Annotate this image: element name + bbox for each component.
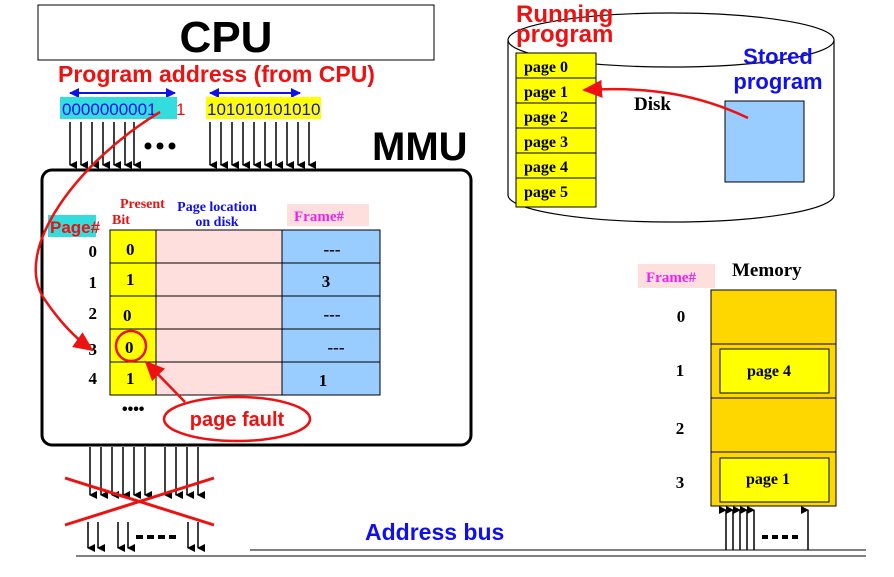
memory-page-box — [719, 348, 830, 394]
disk-page-item: page 3 — [524, 134, 568, 151]
disk-label: Disk — [634, 94, 671, 115]
memory-input-arrows — [719, 506, 809, 550]
location-column — [155, 229, 283, 396]
frame-header-highlight — [287, 204, 369, 226]
memory-page-box — [719, 457, 830, 503]
disk-page-item: page 0 — [524, 59, 568, 76]
page-bits-tail: 1 — [176, 100, 185, 119]
page-header-highlight — [48, 215, 96, 237]
page-fault-circle — [114, 329, 148, 363]
page-bits-more-dots — [144, 142, 176, 150]
page-number: 1 — [89, 273, 98, 292]
location-header-line2: on disk — [195, 215, 238, 230]
memory-frame-index: 0 — [677, 307, 686, 326]
memory-frame-index: 1 — [676, 361, 685, 380]
address-bus-label: Address bus — [365, 519, 504, 545]
memory-frame-index: 3 — [676, 473, 685, 492]
disk-page-item: page 5 — [524, 184, 568, 201]
present-bit: 0 — [126, 240, 135, 259]
stored-program-label-line2: program — [733, 69, 822, 94]
table-row: 1 1 3 — [89, 270, 331, 292]
frame-header: Frame# — [294, 209, 344, 225]
cpu-label: CPU — [180, 13, 273, 62]
memory-label: Memory — [732, 260, 802, 281]
page-bits-input-arrows — [69, 122, 141, 169]
page-fault-ellipse — [162, 395, 312, 443]
program-address-title: Program address (from CPU) — [58, 61, 375, 87]
present-bit: 1 — [126, 369, 135, 388]
frame-number: --- — [324, 240, 341, 259]
memory-frame-index: 2 — [676, 419, 685, 438]
disk-page-item: page 1 — [524, 84, 568, 101]
offset-bits: 101010101010 — [207, 100, 320, 119]
memory-frame-header: Frame# — [646, 270, 696, 286]
disk-page-item: page 4 — [524, 159, 568, 176]
page-number: 2 — [89, 304, 98, 323]
table-row: 2 0 --- — [89, 304, 341, 325]
mmu-label: MMU — [372, 125, 468, 169]
page-number: 0 — [89, 242, 98, 261]
page-bits: 0000000001 — [62, 100, 157, 119]
present-bit: 0 — [125, 338, 134, 357]
bus-arrows-left — [87, 522, 205, 552]
running-program-label-line1: Running — [516, 1, 613, 28]
page-header: Page# — [50, 218, 101, 237]
present-header-line1: Present — [120, 197, 165, 212]
frame-number: 3 — [322, 272, 331, 291]
frame-number: 1 — [319, 371, 328, 390]
stored-to-page1-arrow — [582, 79, 749, 120]
present-bit: 0 — [123, 306, 132, 325]
memory-frame-content: page 1 — [746, 471, 790, 488]
page-fault-label: page fault — [190, 409, 285, 431]
blocked-output-cross — [64, 476, 215, 527]
page-number: 4 — [89, 369, 98, 388]
stored-program-label-line1: Stored — [743, 44, 813, 69]
page-fault-pointer — [144, 360, 186, 403]
frame-number: --- — [324, 305, 341, 324]
more-rows-dots: •••• — [122, 401, 145, 418]
page-bits-highlight — [60, 97, 177, 119]
disk-page-list — [515, 52, 597, 208]
frame-column — [281, 229, 381, 396]
offset-bits-input-arrows — [209, 122, 316, 169]
disk-page-item: page 2 — [524, 109, 568, 126]
location-header-line1: Page location — [177, 200, 257, 215]
table-row: 0 0 --- — [89, 240, 341, 261]
present-header-line2: Bit — [112, 213, 130, 228]
offset-bits-highlight — [206, 97, 321, 119]
frame-number: --- — [328, 338, 345, 357]
cpu-box — [37, 4, 435, 61]
table-row: 4 1 1 — [89, 369, 328, 390]
running-program-label-line2: program — [516, 21, 613, 48]
page-lookup-arrow — [34, 110, 161, 352]
memory-frame-header-highlight — [638, 264, 715, 288]
present-bit: 1 — [126, 270, 135, 289]
memory-frame-content: page 4 — [747, 363, 791, 380]
